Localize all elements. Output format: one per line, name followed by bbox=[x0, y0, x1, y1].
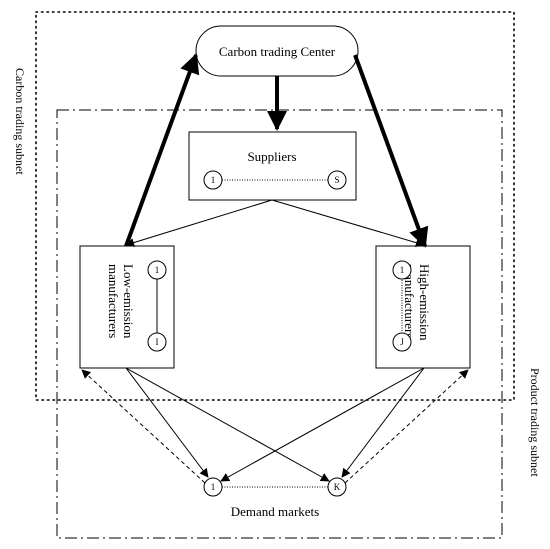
demand-market-node-first bbox=[203, 477, 223, 497]
demand-market-node-first-label: 1 bbox=[211, 482, 216, 492]
supplier-node-last bbox=[327, 170, 347, 190]
supplier-node-last-label: S bbox=[334, 175, 339, 185]
arrow-market-first-to-low-emission bbox=[81, 369, 206, 484]
high-emission-label-line2: manufacturers bbox=[402, 264, 417, 338]
arrow-low-emission-to-market-first bbox=[125, 367, 209, 478]
low-emission-node-first-label: 1 bbox=[155, 265, 160, 275]
low-emission-label-line1: Low-emission bbox=[121, 264, 136, 339]
low-emission-node-last bbox=[147, 332, 167, 352]
demand-market-node-last bbox=[327, 477, 347, 497]
demand-market-node-last-label: K bbox=[334, 482, 341, 492]
high-emission-node-last-label: J bbox=[400, 337, 404, 347]
arrow-low-emission-to-market-last bbox=[125, 367, 330, 482]
low-emission-label-line2: manufacturers bbox=[106, 264, 121, 338]
arrow-center-to-high-emission bbox=[353, 54, 429, 248]
arrow-low-emission-to-center bbox=[124, 53, 200, 247]
high-emission-manufacturers-box bbox=[375, 245, 471, 369]
supplier-node-first bbox=[203, 170, 223, 190]
carbon-trading-subnet-label: Carbon trading subnet bbox=[13, 68, 27, 175]
suppliers-box bbox=[188, 131, 357, 201]
low-emission-node-last-label: I bbox=[156, 337, 159, 347]
carbon-trading-subnet-border bbox=[35, 11, 515, 401]
supplier-node-first-label: 1 bbox=[211, 175, 216, 185]
product-trading-subnet-label: Product trading subnet bbox=[528, 368, 542, 477]
product-trading-subnet-border bbox=[56, 109, 503, 539]
high-emission-label-line1: High-emission bbox=[417, 264, 432, 341]
demand-markets-label: Demand markets bbox=[231, 504, 319, 519]
arrow-high-emission-to-market-last bbox=[341, 367, 425, 478]
high-emission-node-first-label: 1 bbox=[400, 265, 405, 275]
arrow-market-last-to-high-emission bbox=[344, 369, 469, 484]
low-emission-node-first bbox=[147, 260, 167, 280]
high-emission-node-first bbox=[392, 260, 412, 280]
high-emission-node-last bbox=[392, 332, 412, 352]
carbon-trading-center-label: Carbon trading Center bbox=[219, 44, 336, 59]
arrow-high-emission-to-market-first bbox=[220, 367, 425, 482]
arrow-suppliers-to-high-emission bbox=[271, 199, 425, 248]
arrow-suppliers-to-low-emission bbox=[125, 199, 273, 247]
suppliers-label: Suppliers bbox=[247, 149, 296, 164]
